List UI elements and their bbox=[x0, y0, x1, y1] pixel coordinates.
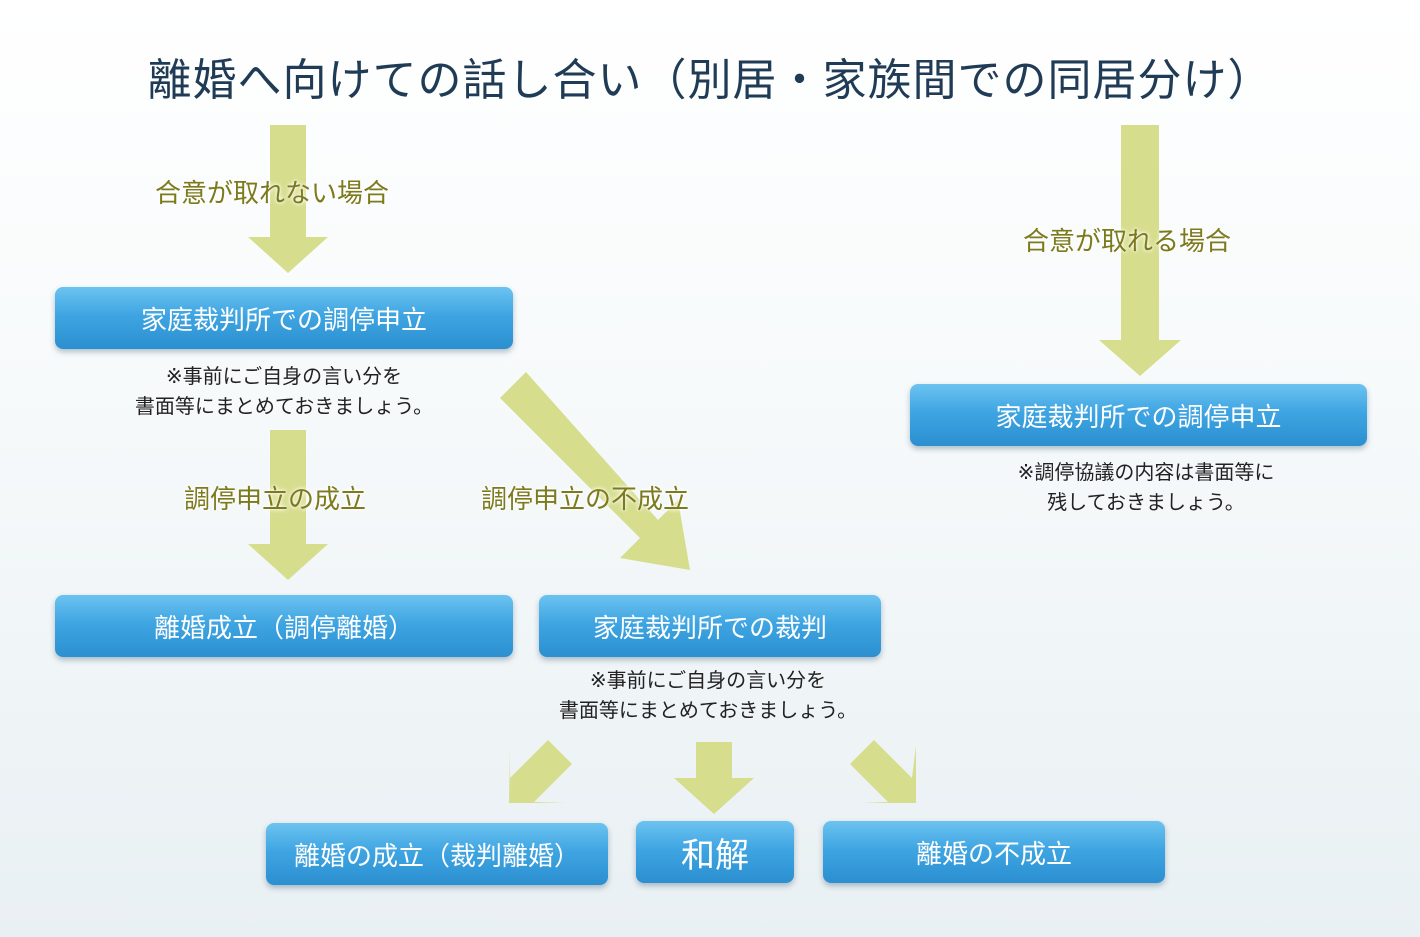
label-disagree: 合意が取れない場合 bbox=[155, 179, 390, 209]
box-trial: 家庭裁判所での裁判 bbox=[539, 595, 881, 657]
note-right: ※調停協議の内容は書面等に 残しておきましょう。 bbox=[946, 457, 1346, 517]
note-trial-line-2: 書面等にまとめておきましょう。 bbox=[558, 698, 858, 722]
arrow-success bbox=[248, 430, 328, 580]
arrow-to-divorce-trial bbox=[509, 740, 572, 803]
note-right-line-1: ※調停協議の内容は書面等に bbox=[1017, 460, 1275, 484]
note-trial: ※事前にご自身の言い分を 書面等にまとめておきましょう。 bbox=[508, 665, 908, 725]
arrow-to-no-divorce bbox=[850, 740, 916, 803]
label-mediation-failure: 調停申立の不成立 bbox=[481, 485, 690, 515]
note-trial-line-1: ※事前にご自身の言い分を bbox=[589, 668, 827, 692]
arrow-failure bbox=[500, 372, 690, 570]
box-mediation-left: 家庭裁判所での調停申立 bbox=[55, 287, 513, 349]
arrow-disagree bbox=[248, 125, 328, 273]
note-left-line-2: 書面等にまとめておきましょう。 bbox=[134, 394, 434, 418]
note-left: ※事前にご自身の言い分を 書面等にまとめておきましょう。 bbox=[84, 361, 484, 421]
page-title: 離婚へ向けての話し合い（別居・家族間での同居分け） bbox=[147, 55, 1273, 106]
arrow-agree bbox=[1099, 125, 1181, 376]
box-divorce-trial: 離婚の成立（裁判離婚） bbox=[266, 823, 608, 885]
box-no-divorce: 離婚の不成立 bbox=[823, 821, 1165, 883]
label-mediation-success: 調停申立の成立 bbox=[184, 485, 367, 515]
box-divorce-mediation: 離婚成立（調停離婚） bbox=[55, 595, 513, 657]
note-left-line-1: ※事前にご自身の言い分を bbox=[165, 364, 403, 388]
note-right-line-2: 残しておきましょう。 bbox=[1047, 490, 1245, 514]
box-settlement: 和解 bbox=[636, 821, 794, 883]
label-agree: 合意が取れる場合 bbox=[1023, 227, 1232, 257]
arrow-to-settlement bbox=[674, 742, 754, 814]
box-mediation-right: 家庭裁判所での調停申立 bbox=[910, 384, 1367, 446]
